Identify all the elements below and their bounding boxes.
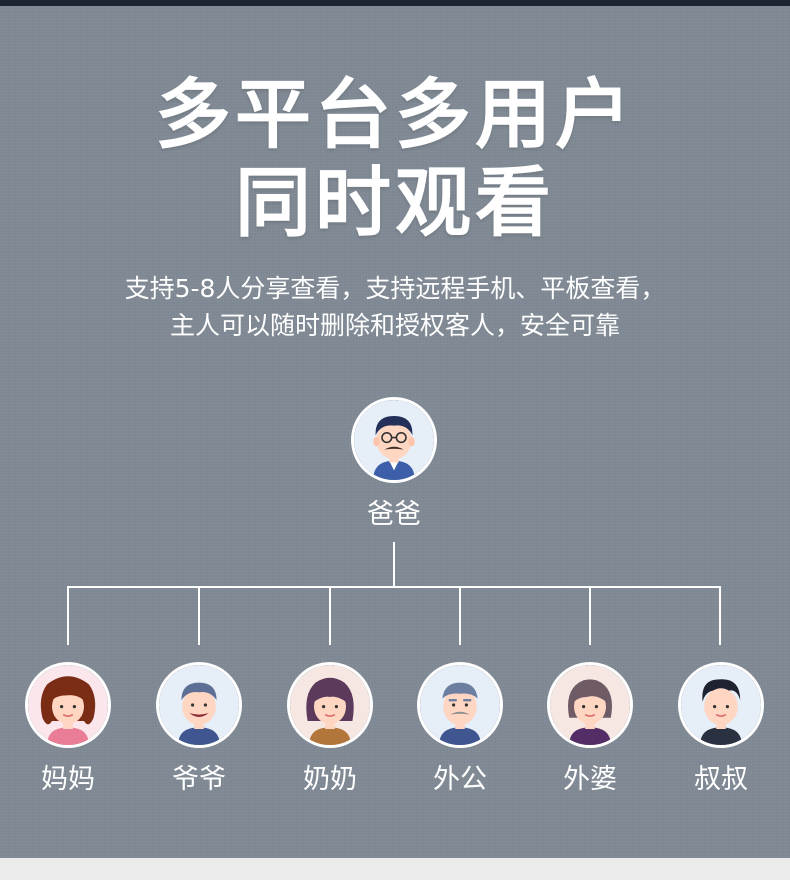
member-grandfather: 爷爷 — [139, 662, 259, 796]
maternal-grandmother-avatar-icon — [547, 662, 633, 748]
host-member: 爸爸 — [334, 397, 454, 531]
member-name-uncle: 叔叔 — [694, 764, 748, 795]
uncle-avatar-icon — [678, 662, 764, 748]
page-title-line1: 多平台多用户 — [155, 70, 635, 159]
maternal-grandfather-avatar-icon — [417, 662, 503, 748]
member-mother: 妈妈 — [8, 662, 128, 796]
member-name-grandmother: 奶奶 — [303, 764, 357, 795]
top-strip — [0, 0, 790, 6]
member-name-grandfather: 爷爷 — [172, 764, 226, 795]
host-name: 爸爸 — [367, 499, 421, 530]
grandfather-avatar-icon — [156, 662, 242, 748]
grandmother-avatar-icon — [287, 662, 373, 748]
bottom-strip — [0, 858, 790, 880]
member-grandmother: 奶奶 — [270, 662, 390, 796]
member-name-mother: 妈妈 — [41, 764, 95, 795]
member-name-maternal-grandfather: 外公 — [433, 764, 487, 795]
father-avatar-icon — [351, 397, 437, 483]
member-maternal-grandmother: 外婆 — [530, 662, 650, 796]
page-title-line2: 同时观看 — [235, 158, 555, 247]
member-maternal-grandfather: 外公 — [400, 662, 520, 796]
mother-avatar-icon — [25, 662, 111, 748]
member-name-maternal-grandmother: 外婆 — [563, 764, 617, 795]
subtitle-line2: 主人可以随时删除和授权客人，安全可靠 — [169, 311, 620, 340]
member-uncle: 叔叔 — [661, 662, 781, 796]
subtitle-line1: 支持5-8人分享查看，支持远程手机、平板查看， — [124, 274, 666, 303]
